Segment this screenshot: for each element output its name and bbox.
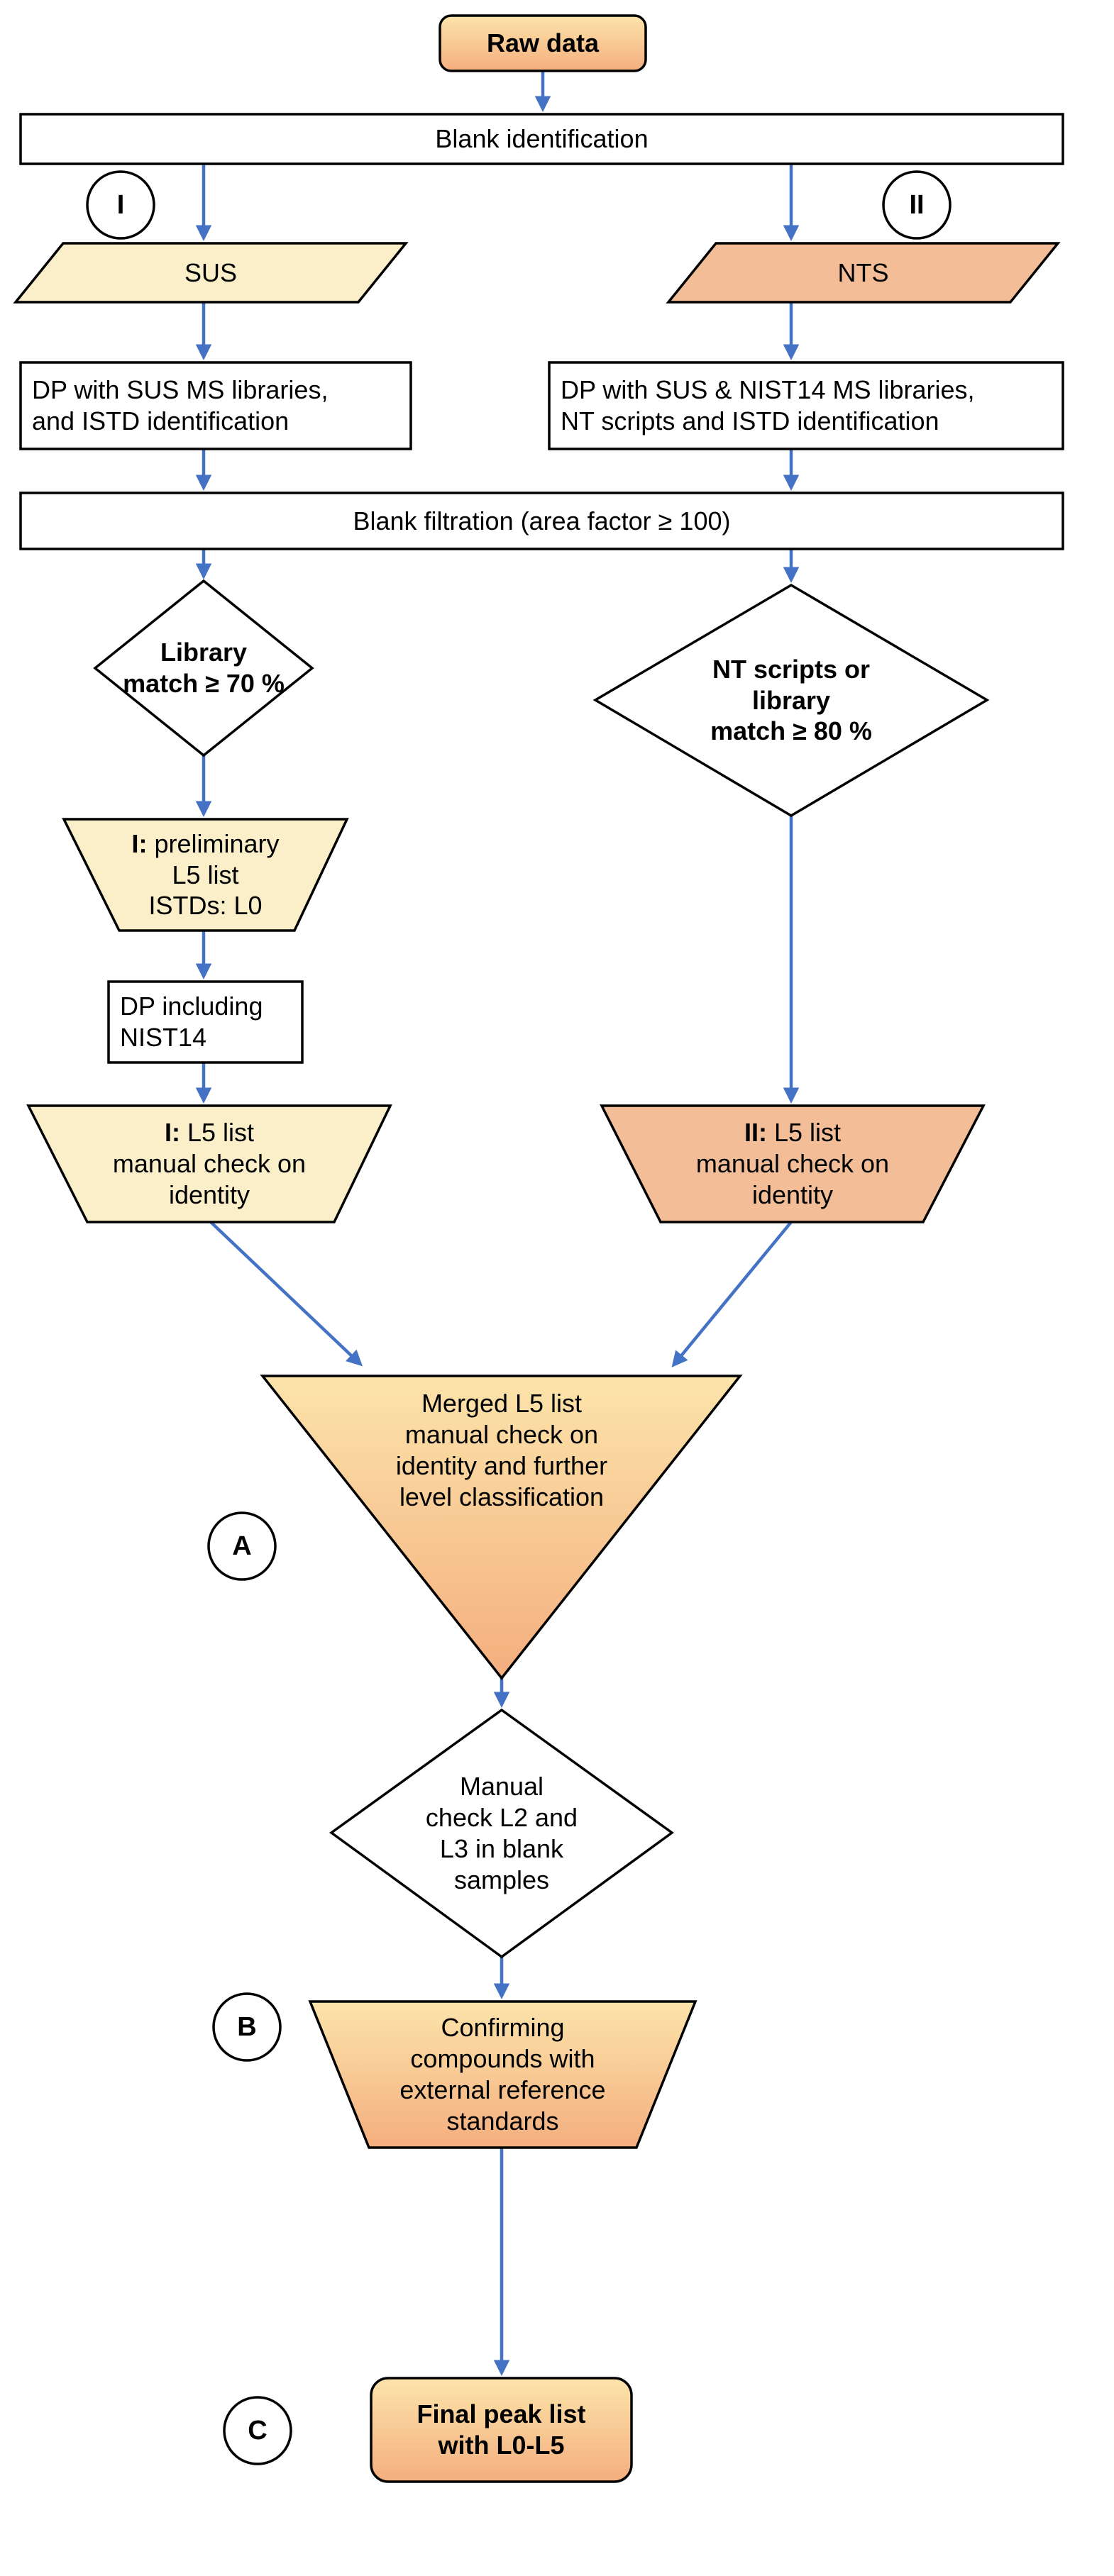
nts-label: NTS xyxy=(837,257,889,287)
blank-filtration-node xyxy=(19,492,1064,550)
merged-l5-triangle xyxy=(260,1375,743,1680)
blank-identification-label: Blank identification xyxy=(435,124,649,154)
sus-parallelogram xyxy=(13,242,409,304)
step-c-label: C xyxy=(248,2415,268,2445)
l5-list-ii-label: II: L5 list manual check on identity xyxy=(695,1118,890,1209)
branch-i-label: I xyxy=(116,189,125,220)
dp-sus-label: DP with SUS MS libraries, and ISTD ident… xyxy=(32,375,329,435)
nt-scripts-label: NT scripts or library match ≥ 80 % xyxy=(710,654,872,746)
confirming-label: Confirming compounds with external refer… xyxy=(399,2013,606,2136)
dp-sus-node xyxy=(19,361,412,450)
step-a-circle xyxy=(207,1511,277,1581)
step-b-circle xyxy=(212,1992,282,2062)
final-peak-node xyxy=(370,2377,633,2483)
step-c-circle xyxy=(223,2396,292,2465)
library-match-label: Library match ≥ 70 % xyxy=(123,638,285,698)
raw-data-node xyxy=(439,14,647,72)
nt-scripts-diamond xyxy=(592,583,990,818)
branch-ii-circle xyxy=(882,170,952,240)
arrow-l5-list-ii-to-merged xyxy=(671,1221,793,1367)
l5-list-i-trapezoid xyxy=(26,1104,392,1223)
sus-label: SUS xyxy=(184,257,238,287)
blank-filtration-label: Blank filtration (area factor ≥ 100) xyxy=(353,506,731,535)
l5-list-i-label: I: L5 list manual check on identity xyxy=(112,1118,307,1209)
arrow-l5-list-i-to-merged xyxy=(209,1221,363,1367)
manual-check-label: Manual check L2 and L3 in blank samples xyxy=(425,1772,578,1894)
manual-check-diamond xyxy=(329,1708,674,1959)
dp-nts-label: DP with SUS & NIST14 MS libraries, NT sc… xyxy=(561,375,975,435)
dp-nist14-node xyxy=(107,980,304,1064)
preliminary-l5-label: I: preliminary L5 list ISTDs: L0 xyxy=(131,828,280,921)
confirming-trapezoid xyxy=(308,2000,697,2149)
step-a-label: A xyxy=(232,1531,252,1561)
raw-data-label: Raw data xyxy=(486,28,600,58)
nts-parallelogram xyxy=(666,242,1061,304)
merged-l5-label: Merged L5 list manual check on identity … xyxy=(395,1389,608,1511)
final-peak-label: Final peak list with L0-L5 xyxy=(417,2399,586,2460)
dp-nist14-label: DP including NIST14 xyxy=(120,992,263,1052)
library-match-diamond xyxy=(93,579,314,757)
branch-i-circle xyxy=(86,170,155,240)
dp-nts-node xyxy=(548,361,1064,450)
blank-identification-node xyxy=(19,113,1064,165)
l5-list-ii-trapezoid xyxy=(600,1104,986,1223)
preliminary-l5-trapezoid xyxy=(62,818,349,932)
step-b-label: B xyxy=(237,2011,257,2042)
branch-ii-label: II xyxy=(909,189,925,220)
